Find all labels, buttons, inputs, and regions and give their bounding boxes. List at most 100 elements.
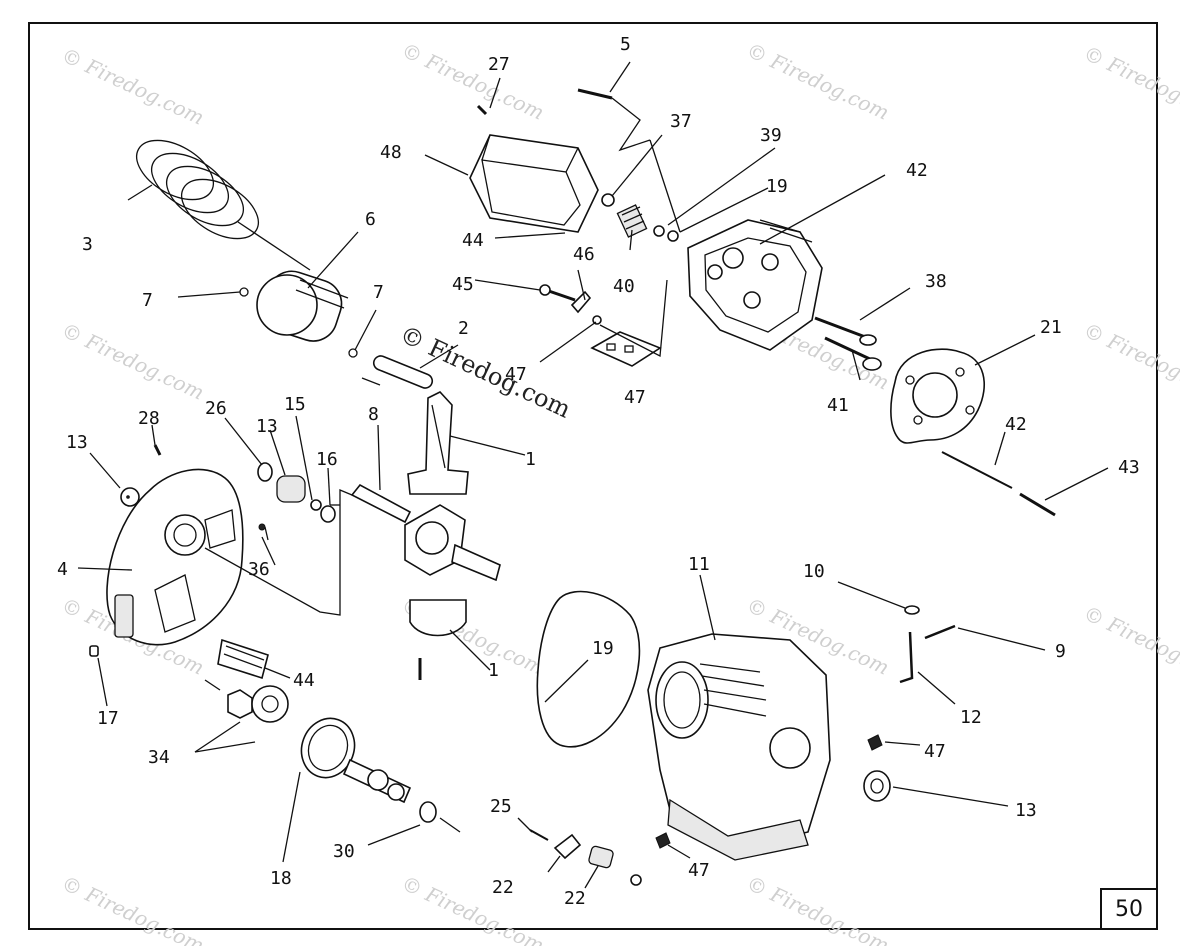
part-22-drawing xyxy=(529,829,642,886)
screw-26-drawing xyxy=(476,104,488,116)
callout: 6 xyxy=(365,209,376,230)
cylinder-block-drawing xyxy=(647,633,831,861)
oil-seal-right-drawing xyxy=(863,770,891,802)
callout: 21 xyxy=(1040,317,1062,338)
screw-49-drawing xyxy=(258,523,266,531)
watermark: © Firedog.com xyxy=(58,43,208,130)
crankshaft-drawing xyxy=(350,483,501,582)
callout: 15 xyxy=(284,394,306,415)
callout: 13 xyxy=(66,432,88,453)
piston-rings-drawing xyxy=(136,139,259,240)
callout: 12 xyxy=(960,707,982,728)
plug-lower-drawing xyxy=(655,832,671,849)
callout: 22 xyxy=(492,877,514,898)
clip-right-drawing xyxy=(348,348,358,358)
governor-drawing xyxy=(227,685,289,723)
callout: 37 xyxy=(670,111,692,132)
callout: 9 xyxy=(1055,641,1066,662)
rod-drawing xyxy=(941,451,1013,489)
oil-seal-left-drawing xyxy=(126,495,130,499)
callout: 42 xyxy=(906,160,928,181)
callout: 11 xyxy=(688,554,710,575)
watermark: © Firedog.com xyxy=(398,38,548,125)
callout: 44 xyxy=(293,670,315,691)
watermark: © Firedog.com xyxy=(743,38,893,125)
valve-cover-drawing xyxy=(469,134,599,233)
conrod-drawing xyxy=(407,391,469,495)
head-gasket-drawing xyxy=(890,348,986,444)
page-number: 50 xyxy=(1100,888,1158,930)
callout: 5 xyxy=(620,34,631,55)
camshaft-drawing xyxy=(300,717,437,823)
callout: 1 xyxy=(488,660,499,681)
callout: 7 xyxy=(142,290,153,311)
valve-spring-drawing xyxy=(601,193,679,242)
crankcase-gasket-drawing xyxy=(536,590,641,748)
watermark: © Firedog.com xyxy=(398,871,548,946)
callout: 27 xyxy=(488,54,510,75)
watermark: © Firedog.com xyxy=(743,871,893,946)
cylinder-head-drawing xyxy=(687,219,823,351)
callout: 19 xyxy=(766,176,788,197)
callout: 16 xyxy=(316,449,338,470)
callout: 41 xyxy=(827,395,849,416)
callout: 30 xyxy=(333,841,355,862)
watermark: © Firedog.com xyxy=(58,871,208,946)
oil-screen-drawing xyxy=(217,638,269,680)
valves-drawing xyxy=(814,316,882,371)
bracket-drawing xyxy=(899,605,956,684)
head-bolt-drawing xyxy=(577,88,613,100)
breather-drawing xyxy=(539,284,662,367)
callout: 34 xyxy=(148,747,170,768)
callout: 48 xyxy=(380,142,402,163)
piston-pin-drawing xyxy=(372,355,434,389)
crankcase-cover-drawing xyxy=(106,468,244,646)
callout: 47 xyxy=(505,364,527,385)
diagram-border xyxy=(28,22,1158,930)
callout: 26 xyxy=(205,398,227,419)
callout: 45 xyxy=(452,274,474,295)
callout: 40 xyxy=(613,276,635,297)
callout: 13 xyxy=(1015,800,1037,821)
callout: 17 xyxy=(97,708,119,729)
callout: 47 xyxy=(624,387,646,408)
callout: 28 xyxy=(138,408,160,429)
callout: 7 xyxy=(373,282,384,303)
bolt-28-drawing xyxy=(153,444,162,456)
plug-upper-drawing xyxy=(867,734,883,751)
callout: 36 xyxy=(248,559,270,580)
assembly-lines xyxy=(204,97,681,833)
callout: 38 xyxy=(925,271,947,292)
callout: 25 xyxy=(490,796,512,817)
part-callouts: 5 27 37 48 39 19 42 44 3 6 7 7 2 46 45 4… xyxy=(57,34,1140,909)
watermark: © Firedog.com xyxy=(1080,41,1180,128)
callout: 47 xyxy=(688,860,710,881)
callout: 8 xyxy=(368,404,379,425)
clip-left-drawing xyxy=(239,287,249,297)
conrod-cap-drawing xyxy=(409,599,467,680)
watermark: © Firedog.com xyxy=(1080,318,1180,405)
callout: 4 xyxy=(57,559,68,580)
piston-drawing xyxy=(256,270,349,342)
callout: 18 xyxy=(270,868,292,889)
callout: 2 xyxy=(458,318,469,339)
callout: 46 xyxy=(573,244,595,265)
dowel-drawing xyxy=(89,645,99,657)
callout: 3 xyxy=(82,234,93,255)
callout: 43 xyxy=(1118,457,1140,478)
callout: 13 xyxy=(256,416,278,437)
callout: 44 xyxy=(462,230,484,251)
callout: 22 xyxy=(564,888,586,909)
callout: 47 xyxy=(924,741,946,762)
watermark: © Firedog.com xyxy=(58,318,208,405)
leader-lines xyxy=(77,61,1109,889)
watermark: © Firedog.com xyxy=(1080,601,1180,688)
bolt-drawing xyxy=(1019,492,1056,517)
callout: 10 xyxy=(803,561,825,582)
callout: 42 xyxy=(1005,414,1027,435)
bearing-drawing xyxy=(257,462,336,523)
callout: 1 xyxy=(525,449,536,470)
callout: 19 xyxy=(592,638,614,659)
